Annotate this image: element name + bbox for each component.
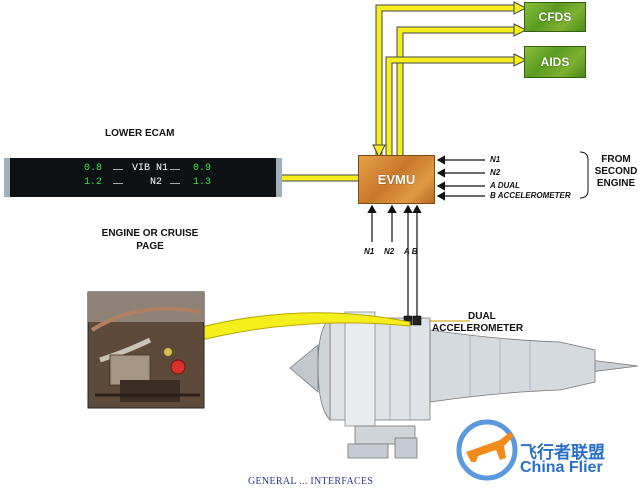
ecam-display: 0.8 1.2 VIB N1 N2 0.9 1.3	[4, 158, 282, 197]
engine-illustration	[289, 311, 639, 459]
bus-arrowhead-cfds-2	[513, 23, 528, 37]
watermark-en: China Flier	[520, 459, 603, 476]
from-second-engine-line1: FROM	[601, 154, 631, 165]
second-engine-bracket	[579, 151, 589, 199]
ecam-caption-line1: ENGINE OR CRUISE	[101, 228, 199, 239]
input-bottom-ab: A B	[404, 247, 418, 256]
ecam-dash-1	[113, 169, 123, 170]
ecam-n2-label: N2	[150, 177, 163, 188]
input-bottom-n2: N2	[384, 247, 395, 256]
ecam-dash-3	[170, 169, 180, 170]
evmu-label: EVMU	[377, 172, 416, 187]
ecam-n2-left: 1.2	[84, 177, 103, 188]
inputs-bottom-arrows	[367, 204, 422, 318]
input-right-a-dual: A DUAL	[490, 181, 520, 190]
cfds-box: CFDS	[524, 2, 586, 32]
bus-evmu-cfds	[375, 4, 515, 155]
aids-label: AIDS	[540, 55, 570, 69]
bus-arrowhead-cfds	[513, 1, 528, 15]
lower-ecam-title: LOWER ECAM	[105, 128, 175, 139]
from-second-engine-line3: ENGINE	[596, 178, 636, 189]
input-bottom-n1: N1	[364, 247, 375, 256]
bus-arrowhead-aids	[513, 53, 528, 67]
input-right-n2: N2	[490, 168, 501, 177]
footer-title: GENERAL ... INTERFACES	[248, 476, 374, 487]
cfds-label: CFDS	[538, 10, 572, 24]
accelerometer-label: ACCELEROMETER	[432, 323, 524, 334]
input-right-b-accelerometer: B ACCELEROMETER	[490, 191, 571, 200]
evmu-box: EVMU	[358, 155, 435, 204]
ecam-dash-4	[170, 183, 180, 184]
from-second-engine-line2: SECOND	[594, 166, 638, 177]
from-second-engine-label: FROM SECOND ENGINE	[594, 154, 638, 190]
dual-label: DUAL	[468, 311, 496, 322]
ecam-caption-line2: PAGE	[136, 241, 164, 252]
watermark-logo	[456, 419, 518, 481]
bus-evmu-aids	[385, 56, 515, 155]
input-right-n1: N1	[490, 155, 501, 164]
aids-box: AIDS	[524, 46, 586, 78]
watermark-cn: 飞行者联盟	[520, 443, 605, 463]
bus-arrowhead-evmu	[372, 144, 386, 159]
ecam-vib-n1-label: VIB N1	[132, 163, 169, 174]
ecam-n2-right: 1.3	[193, 177, 212, 188]
ecam-n1-left: 0.8	[84, 163, 103, 174]
inputs-right-arrows	[436, 155, 485, 201]
ecam-n1-right: 0.9	[193, 163, 212, 174]
ecam-dash-2	[113, 183, 123, 184]
component-photo	[87, 291, 205, 409]
